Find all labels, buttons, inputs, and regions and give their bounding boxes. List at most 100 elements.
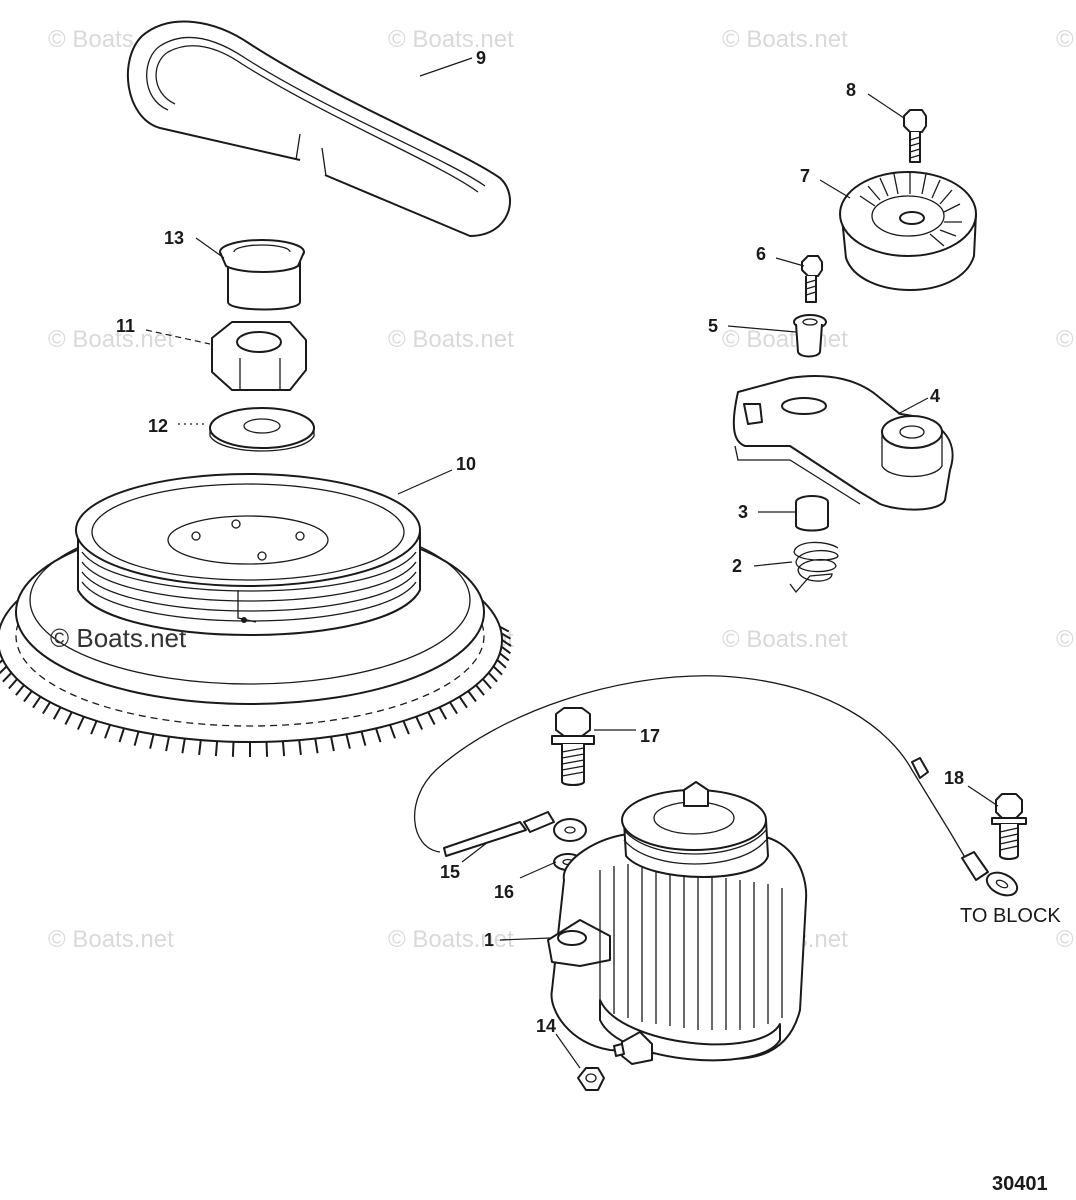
gear-tooth — [482, 678, 492, 690]
ring-gear-teeth — [0, 625, 512, 757]
callout-8: 8 — [846, 80, 856, 100]
callout-2: 2 — [732, 556, 742, 576]
gear-tooth — [2, 672, 13, 683]
watermark: © — [1056, 926, 1074, 953]
bolt-part — [991, 793, 1027, 860]
callout-6: 6 — [756, 244, 766, 264]
callout-4: 4 — [930, 386, 940, 406]
callout-1: 1 — [484, 930, 494, 950]
bushing-part — [219, 239, 305, 311]
tensioner-arm-part — [732, 375, 954, 511]
leader-line-4 — [897, 397, 929, 415]
callout-labels: 9 13 11 12 10 8 7 6 5 4 3 2 17 18 15 16 … — [116, 48, 964, 1036]
gear-tooth — [499, 652, 510, 662]
leader-line-18 — [967, 785, 999, 807]
gear-tooth — [492, 665, 503, 676]
leader-lines — [145, 57, 999, 1069]
gear-tooth — [165, 736, 170, 752]
watermark: © Boats.net — [722, 326, 848, 353]
callout-3: 3 — [738, 502, 748, 522]
gear-tooth — [467, 690, 477, 703]
gear-tooth — [265, 741, 269, 757]
gear-tooth — [8, 678, 18, 690]
leader-line-11 — [145, 329, 211, 345]
callout-10: 10 — [456, 454, 476, 474]
cable-part — [523, 811, 587, 842]
watermark: © — [1056, 326, 1074, 353]
washer-part — [209, 407, 315, 452]
gear-tooth — [32, 696, 42, 709]
gear-tooth — [231, 741, 235, 757]
gear-tooth — [500, 632, 511, 640]
flywheel-part — [0, 473, 503, 743]
gear-tooth — [64, 711, 73, 725]
leader-line-10 — [397, 469, 453, 495]
leader-line-6 — [775, 257, 805, 267]
gear-tooth — [133, 731, 140, 746]
gear-tooth — [149, 733, 155, 749]
gear-tooth — [281, 741, 286, 757]
nut-part — [211, 321, 307, 391]
watermark: © Boats.net — [722, 626, 848, 653]
callout-11: 11 — [116, 316, 135, 336]
gear-tooth — [181, 738, 186, 754]
ground-wire-part — [414, 675, 1019, 897]
watermark: © — [1056, 26, 1074, 53]
sleeve-part — [793, 314, 827, 358]
gear-tooth — [0, 665, 8, 675]
gear-tooth — [499, 625, 510, 633]
callout-7: 7 — [800, 166, 810, 186]
gear-tooth — [458, 696, 468, 709]
gear-tooth — [402, 720, 410, 735]
nut-part — [577, 1067, 605, 1091]
callout-13: 13 — [164, 228, 184, 248]
gear-tooth — [330, 736, 335, 752]
belt-part — [126, 20, 511, 237]
callout-14: 14 — [536, 1016, 556, 1036]
gear-tooth — [42, 701, 51, 715]
bolt-part — [903, 109, 927, 163]
gear-tooth — [501, 639, 512, 647]
gear-tooth — [0, 659, 4, 664]
figure-number: 30401 — [992, 1173, 1048, 1195]
watermark: © Boats.net — [48, 926, 174, 953]
callout-9: 9 — [476, 48, 486, 68]
gear-tooth — [427, 711, 436, 725]
gear-tooth — [375, 727, 382, 743]
gear-tooth — [15, 684, 25, 696]
leader-line-5 — [727, 325, 797, 333]
watermark: © Boats.net — [48, 326, 174, 353]
gear-tooth — [198, 739, 202, 756]
gear-tooth — [52, 706, 62, 720]
gear-tooth — [360, 731, 367, 746]
gear-tooth — [118, 727, 125, 743]
watermark: © — [1056, 626, 1074, 653]
to-block-label: TO BLOCK — [960, 905, 1061, 927]
gear-tooth — [415, 716, 424, 730]
gear-tooth — [345, 733, 351, 749]
gear-tooth — [500, 645, 511, 655]
bushing-part — [795, 495, 829, 532]
watermark: © Boats.net — [722, 26, 848, 53]
gear-tooth — [496, 659, 507, 669]
bolt-part — [801, 255, 823, 303]
leader-line-9 — [419, 57, 473, 77]
watermark: © Boats.net — [388, 326, 514, 353]
watermark: © Boats.net — [50, 623, 187, 653]
callout-17: 17 — [640, 726, 660, 746]
gear-tooth — [487, 672, 498, 683]
gear-tooth — [214, 741, 219, 757]
gear-tooth — [389, 724, 396, 739]
leader-line-13 — [195, 237, 225, 259]
gear-tooth — [449, 701, 458, 715]
callout-5: 5 — [708, 316, 718, 336]
callout-18: 18 — [944, 768, 964, 788]
gear-tooth — [76, 716, 85, 730]
leader-line-14 — [555, 1033, 581, 1069]
gear-tooth — [475, 684, 485, 696]
callout-12: 12 — [148, 416, 168, 436]
gear-tooth — [23, 690, 33, 703]
spring-part — [789, 541, 839, 594]
leader-line-16 — [519, 861, 557, 879]
